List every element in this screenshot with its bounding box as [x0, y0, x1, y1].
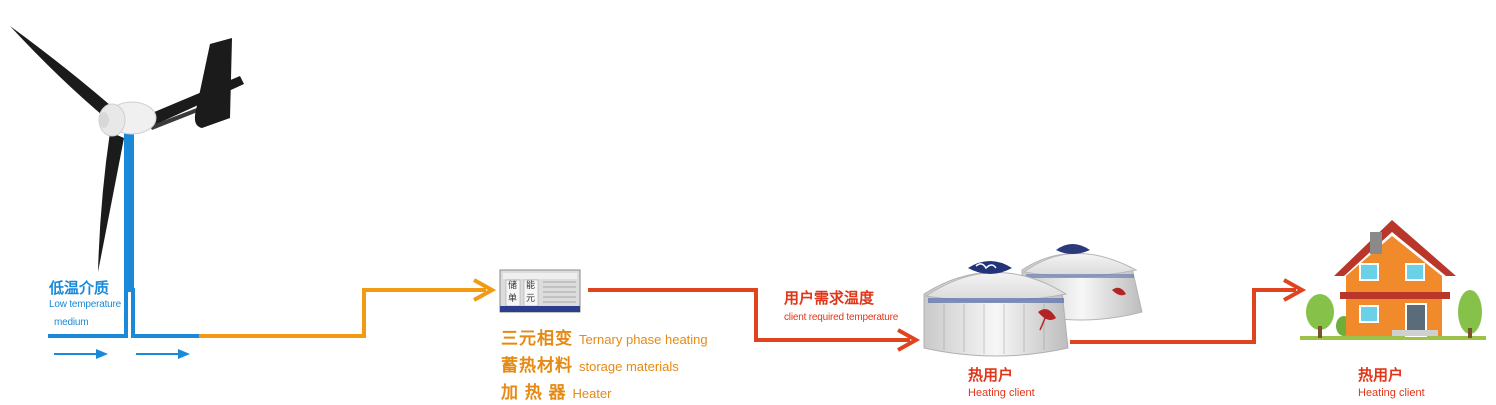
hot-pipe-arrow-2 [1070, 278, 1307, 344]
flow-arrow-icon [54, 349, 190, 359]
storage-panel-char-1: 储 [508, 280, 518, 290]
medium-label-en-2: medium [54, 317, 89, 328]
house-client-cn: 热用户 [1358, 367, 1404, 384]
wind-turbine-icon [10, 26, 244, 292]
yurt-client-en: Heating client [968, 387, 1035, 399]
storage-line-2-en: storage materials [579, 359, 679, 374]
medium-label-cn: 低温介质 [49, 280, 110, 297]
storage-panel-char-3: 单 [508, 293, 518, 303]
storage-panel-char-2: 能 [526, 280, 536, 290]
storage-line-2: 蓄热材料 storage materials [501, 356, 679, 376]
required-temp-en: client required temperature [784, 312, 899, 323]
storage-line-3-cn: 加 热 器 [501, 383, 567, 402]
storage-line-1: 三元相变 Ternary phase heating [501, 329, 708, 349]
storage-line-2-cn: 蓄热材料 [501, 356, 573, 375]
required-temp-cn: 用户需求温度 [784, 290, 875, 307]
warm-pipe-arrow [199, 278, 497, 338]
storage-line-1-cn: 三元相变 [501, 329, 573, 348]
yurt-icon [923, 244, 1143, 357]
hot-pipe-arrow-1 [588, 288, 921, 352]
medium-label-en-1: Low temperature [49, 299, 122, 310]
house-client-en: Heating client [1358, 387, 1425, 399]
house-icon [1300, 220, 1486, 340]
storage-line-3: 加 热 器 Heater [501, 383, 612, 403]
storage-unit-icon [499, 269, 581, 313]
storage-panel-char-4: 元 [526, 293, 536, 303]
storage-line-1-en: Ternary phase heating [579, 332, 708, 347]
storage-line-3-en: Heater [572, 386, 612, 401]
cold-pipe [48, 288, 199, 338]
yurt-client-cn: 热用户 [968, 367, 1014, 384]
